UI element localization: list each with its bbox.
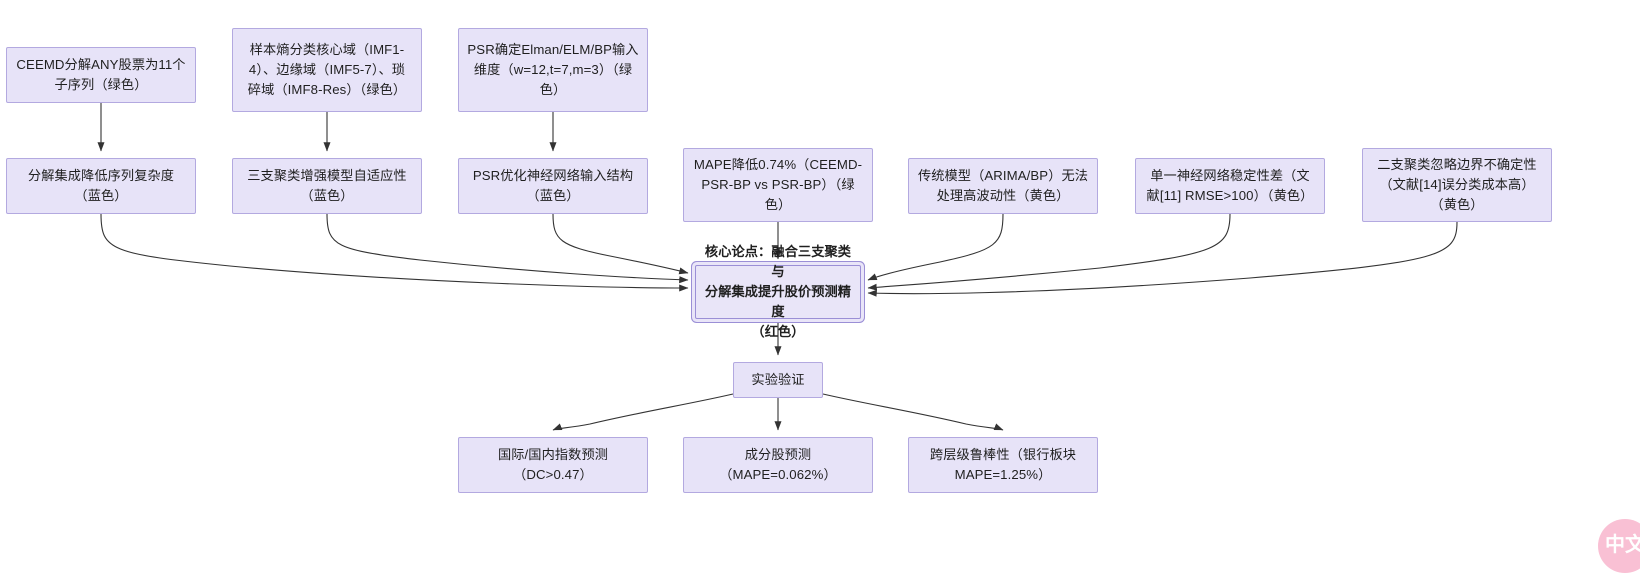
edge-n9-to-core: [867, 213, 1231, 291]
edge-n8-to-core: [867, 213, 1004, 281]
flow-node-n4[interactable]: 分解集成降低序列复杂度 （蓝色）: [6, 158, 196, 214]
edge-n4-to-core: [100, 213, 689, 292]
edge-n10-to-core: [867, 221, 1458, 297]
flow-node-n3[interactable]: PSR确定Elman/ELM/BP输入 维度（w=12,t=7,m=3）（绿 色…: [458, 28, 648, 112]
flow-node-n13[interactable]: 成分股预测 （MAPE=0.062%）: [683, 437, 873, 493]
flow-node-n9[interactable]: 单一神经网络稳定性差（文 献[11] RMSE>100）（黄色）: [1135, 158, 1325, 214]
flow-node-n2[interactable]: 样本熵分类核心域（IMF1- 4）、边缘域（IMF5-7）、琐 碎域（IMF8-…: [232, 28, 422, 112]
edge-n11-to-n12: [552, 393, 734, 431]
flow-node-n14[interactable]: 跨层级鲁棒性（银行板块 MAPE=1.25%）: [908, 437, 1098, 493]
flow-node-n12[interactable]: 国际/国内指数预测 （DC>0.47）: [458, 437, 648, 493]
edge-n11-to-n14: [822, 393, 1004, 431]
flow-node-n7[interactable]: MAPE降低0.74%（CEEMD- PSR-BP vs PSR-BP）（绿 色…: [683, 148, 873, 222]
flow-node-n10[interactable]: 二支聚类忽略边界不确定性 （文献[14]误分类成本高） （黄色）: [1362, 148, 1552, 222]
flow-node-n5[interactable]: 三支聚类增强模型自适应性 （蓝色）: [232, 158, 422, 214]
watermark-badge: 中文: [1598, 519, 1640, 573]
flow-node-n11[interactable]: 实验验证: [733, 362, 823, 398]
flow-node-core[interactable]: 核心论点：融合三支聚类与 分解集成提升股价预测精度 （红色）: [695, 244, 861, 339]
edge-n5-to-core: [326, 213, 689, 284]
flow-node-n8[interactable]: 传统模型（ARIMA/BP）无法 处理高波动性（黄色）: [908, 158, 1098, 214]
edge-n6-to-core: [552, 213, 689, 275]
flow-node-n6[interactable]: PSR优化神经网络输入结构 （蓝色）: [458, 158, 648, 214]
watermark-label: 中文: [1605, 534, 1640, 556]
flow-node-n1[interactable]: CEEMD分解ANY股票为11个 子序列（绿色）: [6, 47, 196, 103]
